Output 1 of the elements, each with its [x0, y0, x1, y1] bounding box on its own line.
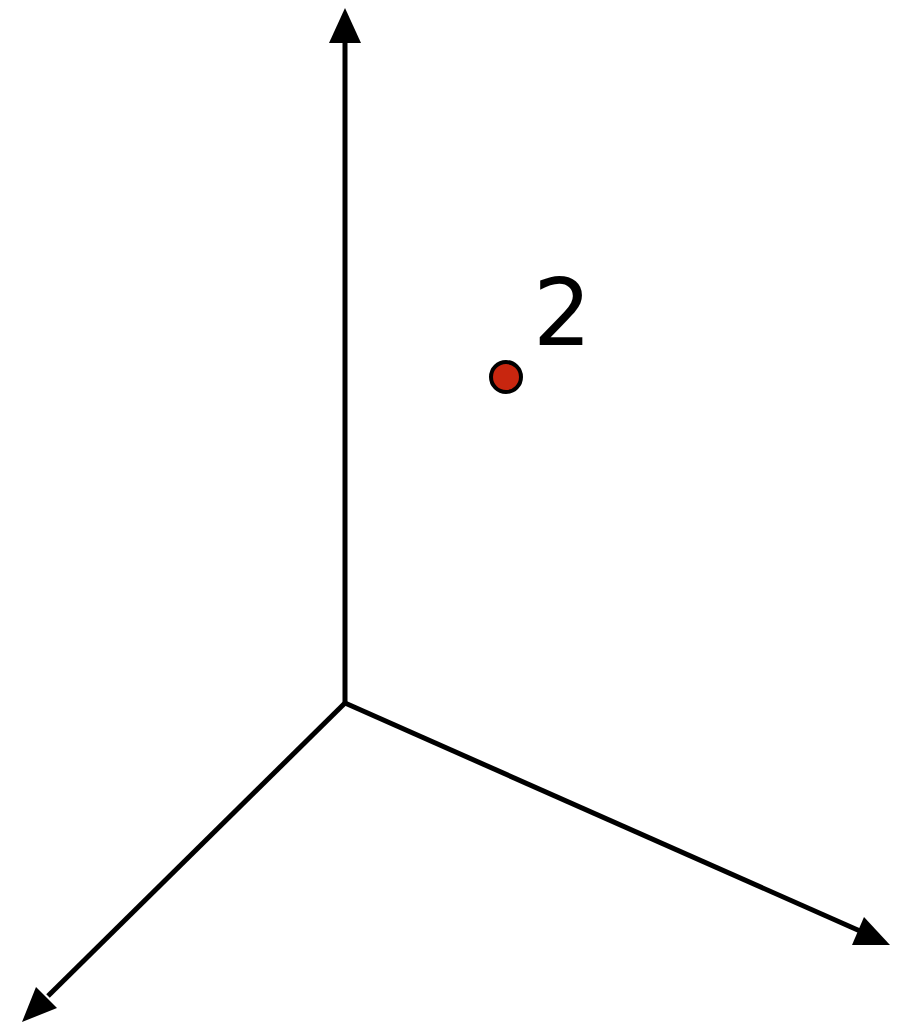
point-label: 2 — [533, 268, 592, 360]
